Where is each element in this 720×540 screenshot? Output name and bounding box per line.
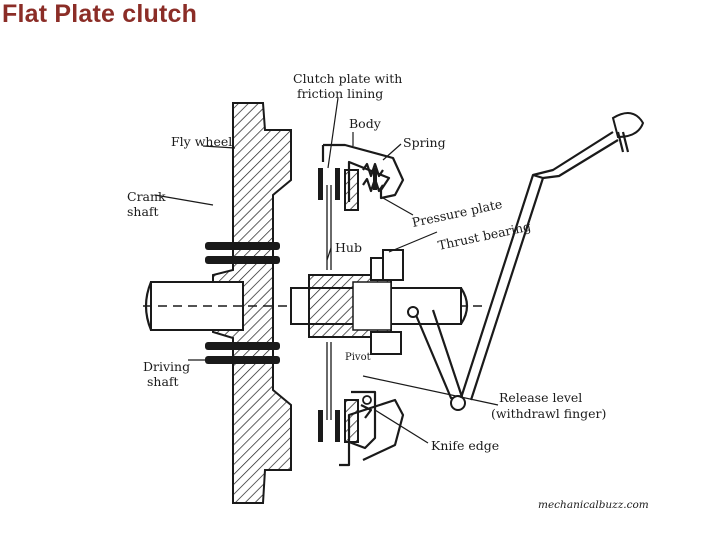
label-hub: Hub <box>335 240 362 255</box>
leader-lines <box>154 97 499 444</box>
watermark: mechanicalbuzz.com <box>538 499 649 510</box>
clutch-plate <box>318 168 340 442</box>
label-crank-1: Crank <box>127 189 166 204</box>
label-clutch-plate-2: friction lining <box>297 86 383 101</box>
label-pressure-plate: Pressure plate <box>411 196 504 230</box>
label-spring: Spring <box>403 135 446 150</box>
slide-title: Flat Plate clutch <box>2 0 198 28</box>
label-driving-2: shaft <box>147 374 179 389</box>
label-release-1: Release level <box>499 390 582 405</box>
label-release-2: (withdrawl finger) <box>491 406 606 421</box>
knife-edge-part <box>348 390 377 450</box>
springs <box>362 162 384 193</box>
label-body: Body <box>349 116 382 131</box>
pedal-rod <box>459 131 619 401</box>
label-clutch-plate-1: Clutch plate with <box>293 71 402 86</box>
label-fly-wheel: Fly wheel <box>171 134 232 149</box>
label-driving-1: Driving <box>143 359 190 374</box>
thrust-bearing <box>370 249 404 355</box>
label-pivot: Pivot <box>345 352 371 363</box>
clutch-diagram: Clutch plate with friction lining Body S… <box>113 70 656 510</box>
label-thrust-bearing: Thrust bearing <box>437 219 533 253</box>
pressure-plate <box>344 169 359 211</box>
label-crank-2: shaft <box>127 204 159 219</box>
flywheel-bolts <box>205 242 280 364</box>
label-knife-edge: Knife edge <box>431 438 499 453</box>
